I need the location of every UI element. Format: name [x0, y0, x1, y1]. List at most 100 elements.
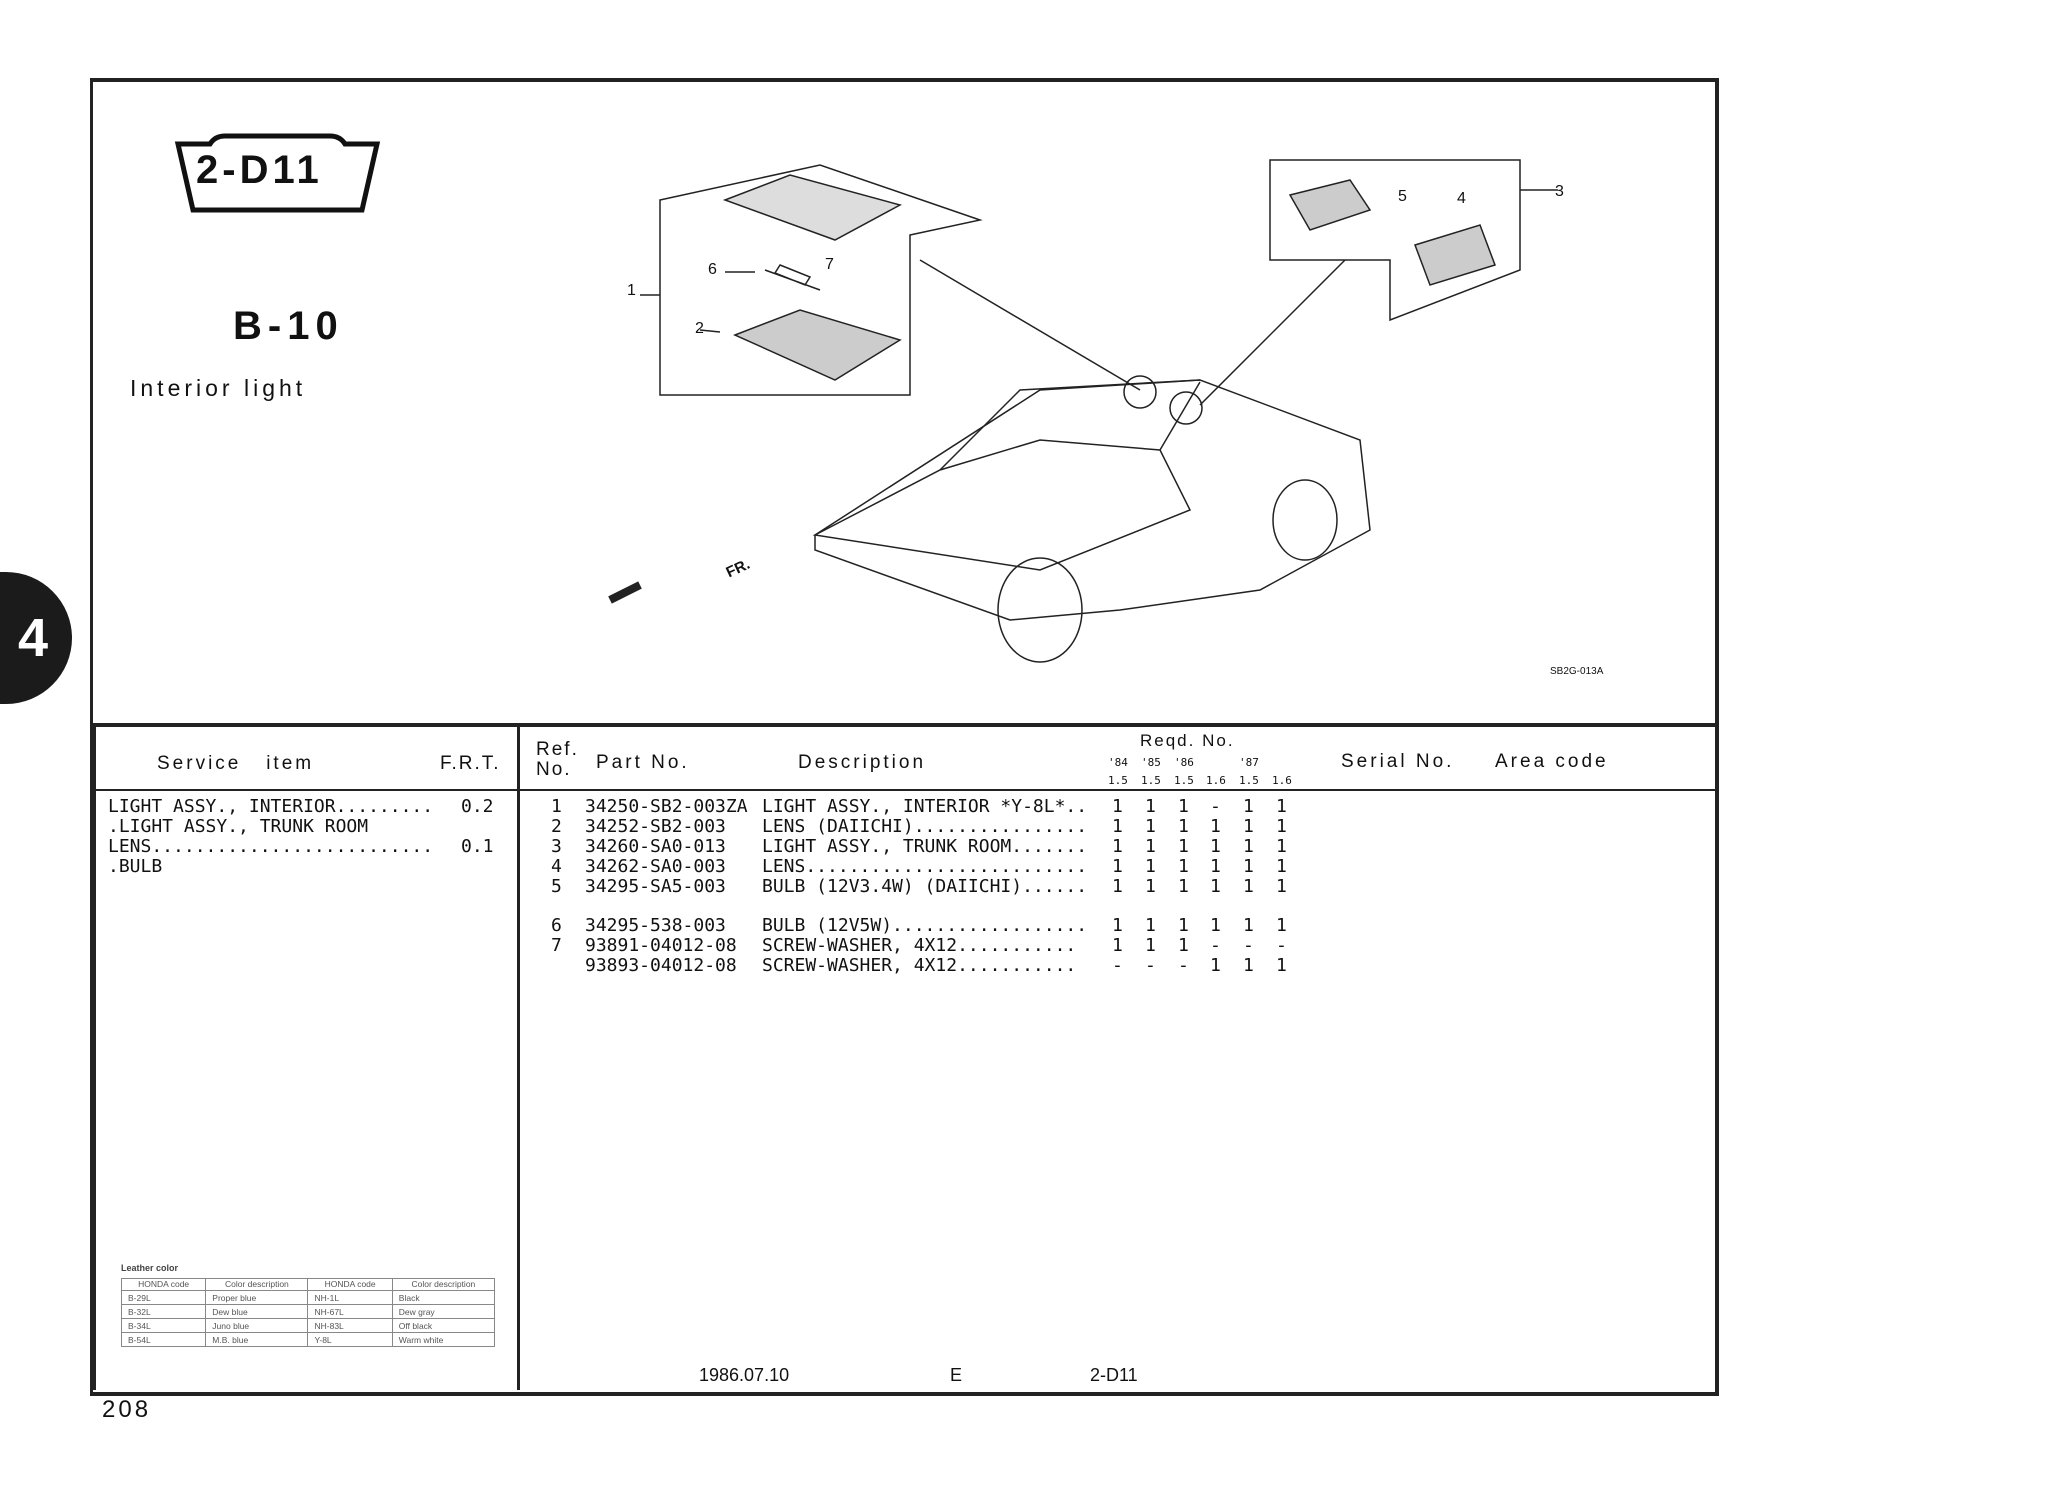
reqd-no-header: Reqd. No.	[1140, 731, 1235, 750]
required-qty: 1	[1178, 915, 1189, 936]
required-qty: 1	[1276, 836, 1287, 857]
color-description: Proper blue	[205, 1290, 309, 1305]
required-qty: 1	[1112, 915, 1123, 936]
honda-code: B-32L	[120, 1304, 207, 1319]
required-qty: 1	[1178, 836, 1189, 857]
parts-diagram	[608, 159, 1558, 663]
required-qty: 1	[1243, 915, 1254, 936]
required-qty: 1	[1276, 955, 1287, 976]
engine-size: 1.5	[1141, 774, 1161, 787]
part-description: SCREW-WASHER, 4X12...........	[762, 935, 1077, 956]
required-qty: -	[1243, 935, 1254, 956]
part-description: LIGHT ASSY., TRUNK ROOM.......	[762, 836, 1088, 857]
ref-no: 7	[551, 935, 562, 956]
honda-code: NH-83L	[307, 1318, 393, 1333]
part-no-header: Part No.	[596, 752, 690, 773]
required-qty: -	[1276, 935, 1287, 956]
honda-code: B-34L	[120, 1318, 207, 1333]
header-rule	[95, 789, 1715, 791]
required-qty: 1	[1145, 796, 1156, 817]
ref-no: 1	[551, 796, 562, 817]
honda-code: B-29L	[120, 1290, 207, 1305]
required-qty: 1	[1112, 816, 1123, 837]
service-frt: 0.2	[461, 796, 494, 817]
ref-header-line2: No.	[536, 759, 572, 780]
honda-code-header: HONDA code	[307, 1278, 393, 1291]
service-item: LENS..........................	[108, 836, 434, 857]
required-qty: -	[1112, 955, 1123, 976]
model-year: '84	[1108, 756, 1128, 769]
required-qty: 1	[1243, 856, 1254, 877]
honda-code: B-54L	[120, 1332, 207, 1347]
required-qty: 1	[1112, 836, 1123, 857]
required-qty: 1	[1210, 955, 1221, 976]
required-qty: 1	[1210, 836, 1221, 857]
part-number: 93891-04012-08	[585, 935, 737, 956]
required-qty: 1	[1112, 856, 1123, 877]
required-qty: 1	[1112, 876, 1123, 897]
service-item-header: Service item	[157, 753, 315, 774]
required-qty: 1	[1178, 816, 1189, 837]
callout-2: 2	[695, 320, 704, 337]
callout-3: 3	[1555, 183, 1564, 200]
required-qty: 1	[1112, 796, 1123, 817]
service-item: .BULB	[108, 856, 163, 877]
part-description: SCREW-WASHER, 4X12...........	[762, 955, 1077, 976]
part-number: 34295-SA5-003	[585, 876, 726, 897]
required-qty: 1	[1178, 935, 1189, 956]
color-description: M.B. blue	[205, 1332, 309, 1347]
honda-code: NH-1L	[307, 1290, 393, 1305]
required-qty: 1	[1178, 856, 1189, 877]
service-item: LIGHT ASSY., INTERIOR.........	[108, 796, 434, 817]
required-qty: 1	[1243, 796, 1254, 817]
ref-no: 5	[551, 876, 562, 897]
required-qty: 1	[1276, 856, 1287, 877]
required-qty: 1	[1243, 876, 1254, 897]
color-description-header: Color description	[391, 1278, 496, 1291]
area-code-header: Area code	[1495, 751, 1609, 772]
frt-header: F.R.T.	[440, 753, 501, 774]
footer-page-code: 2-D11	[1090, 1365, 1138, 1385]
color-description: Dew blue	[205, 1304, 309, 1319]
service-frt: 0.1	[461, 836, 494, 857]
required-qty: -	[1178, 955, 1189, 976]
required-qty: 1	[1243, 836, 1254, 857]
serial-no-header: Serial No.	[1341, 751, 1455, 772]
required-qty: 1	[1178, 796, 1189, 817]
required-qty: 1	[1210, 816, 1221, 837]
service-item: .LIGHT ASSY., TRUNK ROOM	[108, 816, 369, 837]
color-description: Dew gray	[391, 1304, 496, 1319]
group-code: B-10	[233, 304, 344, 348]
required-qty: -	[1210, 796, 1221, 817]
figure-code: SB2G-013A	[1550, 666, 1604, 677]
part-description: LENS (DAIICHI)................	[762, 816, 1088, 837]
required-qty: 1	[1145, 876, 1156, 897]
engine-size: 1.6	[1206, 774, 1226, 787]
model-year: '85	[1141, 756, 1161, 769]
required-qty: -	[1145, 955, 1156, 976]
required-qty: 1	[1243, 816, 1254, 837]
badge-frame	[174, 133, 381, 213]
color-description: Juno blue	[205, 1318, 309, 1333]
callout-7: 7	[825, 256, 834, 273]
page-frame	[90, 78, 1719, 1396]
leather-color-title: Leather color	[121, 1263, 179, 1273]
required-qty: -	[1210, 935, 1221, 956]
group-title: Interior light	[130, 375, 307, 401]
required-qty: 1	[1210, 856, 1221, 877]
engine-size: 1.5	[1108, 774, 1128, 787]
callout-5: 5	[1398, 188, 1407, 205]
required-qty: 1	[1276, 816, 1287, 837]
required-qty: 1	[1145, 816, 1156, 837]
part-number: 93893-04012-08	[585, 955, 737, 976]
part-number: 34262-SA0-003	[585, 856, 726, 877]
required-qty: 1	[1178, 876, 1189, 897]
required-qty: 1	[1145, 915, 1156, 936]
divider	[92, 723, 1716, 727]
column-divider	[517, 725, 520, 1390]
section-tab[interactable]: 4	[0, 572, 72, 704]
